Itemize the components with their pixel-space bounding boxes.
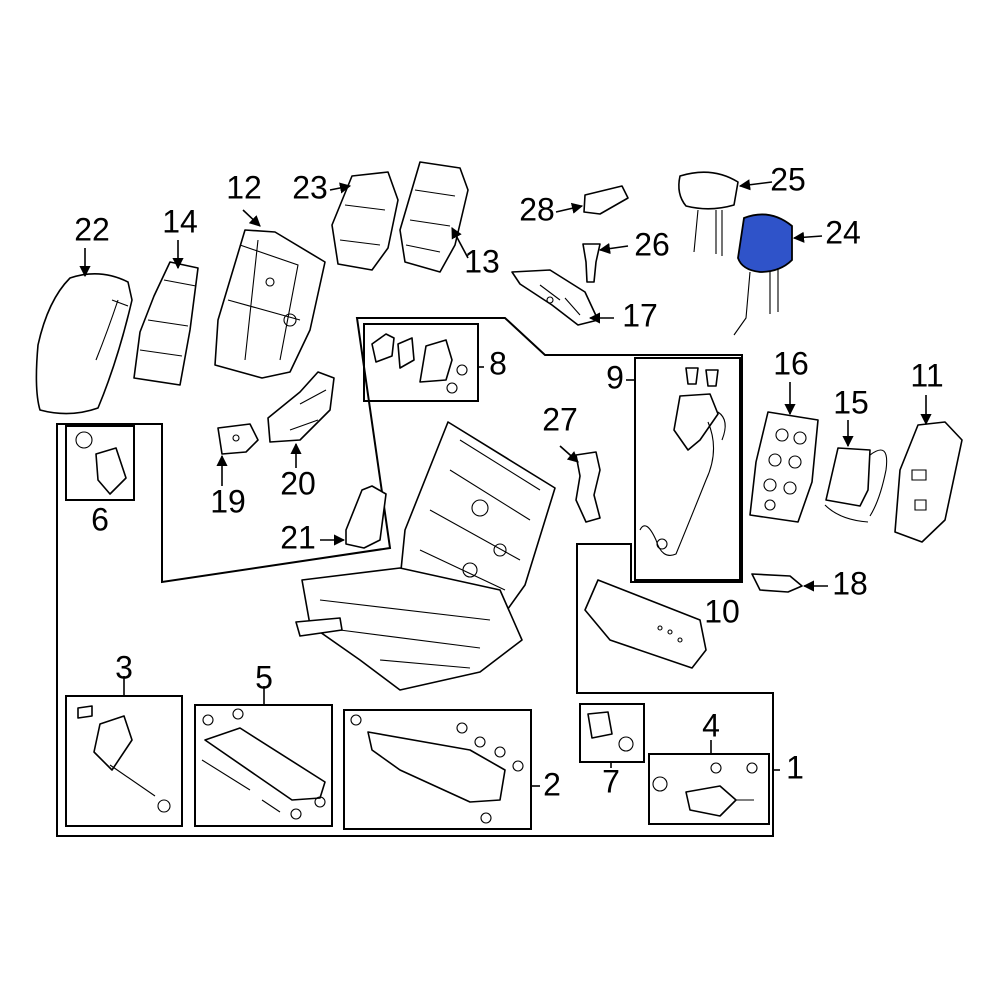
callout-26: 26 bbox=[634, 226, 670, 262]
seatback-back-panel-13 bbox=[399, 161, 469, 273]
callout-11: 11 bbox=[910, 357, 943, 393]
guide-26 bbox=[582, 243, 601, 283]
seatback-panel-23 bbox=[331, 171, 399, 271]
hinge-bracket-17 bbox=[511, 269, 599, 326]
callout-3: 3 bbox=[115, 649, 133, 685]
cover-19 bbox=[217, 423, 259, 455]
callout-20: 20 bbox=[280, 465, 316, 501]
callout-24[interactable]: 24 bbox=[825, 214, 861, 250]
bracket-28 bbox=[583, 185, 629, 215]
base-panel-10 bbox=[584, 579, 707, 669]
track-assembly-5 bbox=[201, 708, 326, 820]
callout-labels: 1 2 3 4 5 6 7 8 9 10 11 12 13 14 15 16 1… bbox=[74, 161, 943, 802]
callout-14: 14 bbox=[162, 203, 198, 239]
sensor-7 bbox=[587, 711, 634, 752]
callout-7: 7 bbox=[602, 763, 620, 799]
bracket-18 bbox=[751, 573, 803, 593]
callout-18: 18 bbox=[832, 565, 868, 601]
headrest-25 bbox=[678, 171, 739, 256]
lock-bracket-27 bbox=[575, 451, 601, 523]
callout-21: 21 bbox=[280, 519, 316, 555]
callout-5: 5 bbox=[255, 659, 273, 695]
callout-2: 2 bbox=[543, 766, 561, 802]
callout-6: 6 bbox=[91, 501, 109, 537]
callout-9: 9 bbox=[606, 359, 624, 395]
seatback-pad-14 bbox=[133, 261, 199, 386]
callout-1: 1 bbox=[786, 749, 804, 785]
group-box-8 bbox=[363, 323, 479, 402]
callout-4: 4 bbox=[702, 707, 720, 743]
leader-lines bbox=[79, 179, 932, 787]
callout-28: 28 bbox=[519, 191, 555, 227]
callout-27: 27 bbox=[542, 401, 578, 437]
group-box-6 bbox=[65, 425, 135, 501]
seatback-frame-12 bbox=[214, 229, 326, 379]
side-bracket-15 bbox=[824, 447, 888, 523]
callout-22: 22 bbox=[74, 211, 110, 247]
latch-6 bbox=[75, 431, 127, 495]
motor-assembly-3 bbox=[77, 705, 171, 813]
callout-13: 13 bbox=[464, 243, 500, 279]
seatback-cover-22 bbox=[35, 273, 133, 415]
cushion-frame-2 bbox=[350, 714, 524, 824]
seat-frame-main bbox=[295, 421, 556, 691]
callout-10: 10 bbox=[704, 593, 740, 629]
headrest-24-highlighted[interactable] bbox=[733, 213, 793, 336]
cushion-pad-16 bbox=[749, 411, 819, 523]
callout-15: 15 bbox=[833, 384, 869, 420]
assembly-outline bbox=[56, 317, 774, 837]
trim-20 bbox=[267, 371, 335, 443]
group-box-9 bbox=[634, 357, 741, 581]
callout-23: 23 bbox=[292, 169, 328, 205]
actuator-4 bbox=[652, 762, 758, 817]
recliner-cable-9 bbox=[639, 367, 726, 556]
group-box-2 bbox=[343, 709, 532, 830]
callout-8: 8 bbox=[489, 345, 507, 381]
group-box-7 bbox=[579, 703, 645, 763]
callout-17: 17 bbox=[622, 297, 658, 333]
group-box-4 bbox=[648, 753, 770, 825]
fastener-set-8 bbox=[371, 333, 468, 394]
callout-12: 12 bbox=[226, 169, 262, 205]
callout-25: 25 bbox=[770, 161, 806, 197]
callout-19: 19 bbox=[210, 483, 246, 519]
callout-16: 16 bbox=[773, 345, 809, 381]
garnish-21 bbox=[345, 485, 387, 549]
side-panel-11 bbox=[894, 421, 963, 543]
